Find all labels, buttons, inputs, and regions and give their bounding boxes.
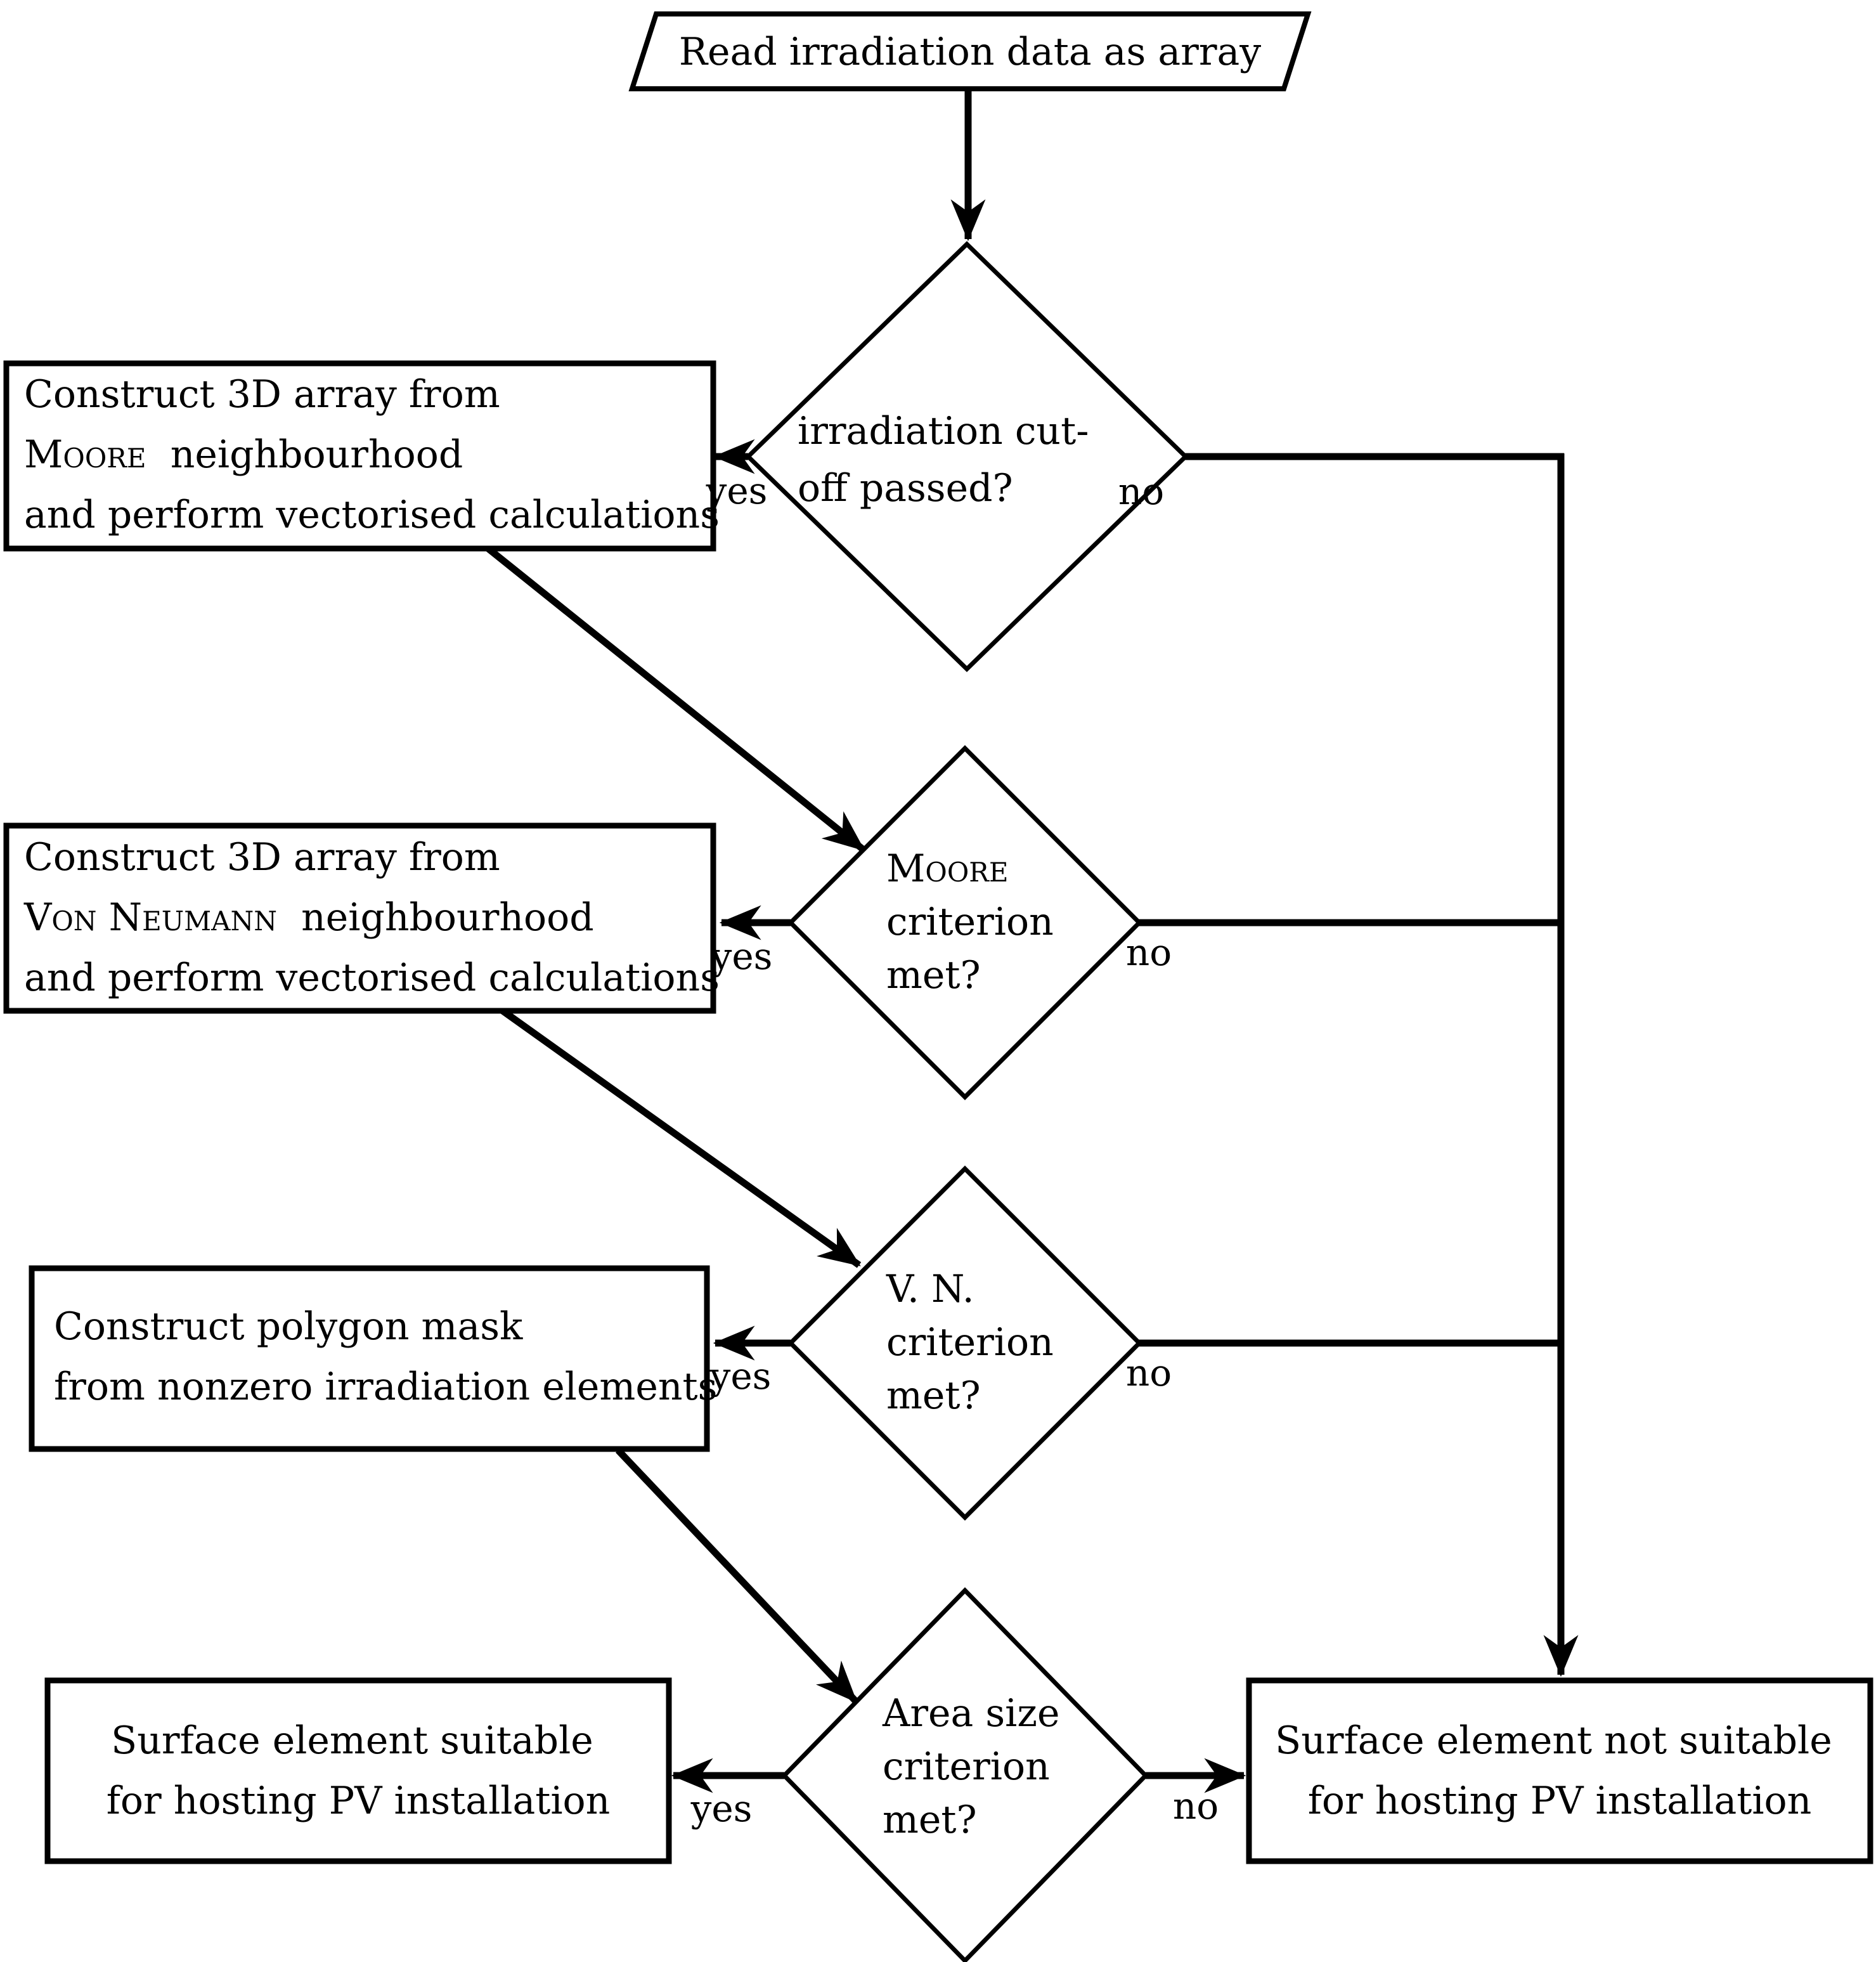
terminal-not-suitable-box [1246,1677,1873,1864]
start-node-label: Read irradiation data as array [679,30,1261,74]
label-no-moore: no [1126,931,1172,974]
process-vn-label: Construct 3D array from Von Neumann neig… [23,835,720,1000]
process-moore-label: Construct 3D array from Moore neighbourh… [24,372,720,537]
label-yes-moore: yes [711,935,773,978]
label-yes-vn: yes [709,1355,772,1398]
decision-moore-shape [787,745,1142,1100]
start-node-shape [628,11,1312,91]
process-polygon-box [29,1265,710,1452]
label-no-cutoff: no [1118,470,1164,513]
terminal-suitable-box [44,1677,672,1864]
label-yes-cutoff: yes [706,469,768,512]
decision-area-shape [781,1587,1149,1962]
decision-cutoff-label: irradiation cut- off passed? [798,409,1101,510]
terminal-suitable-label: Surface element suitable for hosting PV … [107,1718,611,1823]
decision-cutoff-shape [744,241,1189,672]
decision-vn-label: V. N. criterion met? [886,1267,1066,1418]
process-vn-box [3,822,716,1014]
process-polygon-label: Construct polygon mask from nonzero irra… [54,1304,717,1409]
decision-area-label: Area size criterion met? [882,1691,1072,1842]
arrow-diag-moore-box-to-moore-decision [482,543,866,853]
arrow-diag-polygon-box-to-area-decision [616,1448,858,1704]
label-no-vn: no [1126,1351,1172,1394]
label-no-area: no [1173,1784,1219,1828]
decision-moore-label: Moore criterion met? [886,847,1066,997]
terminal-not-suitable-label: Surface element not suitable for hosting… [1275,1718,1844,1823]
label-yes-area: yes [690,1787,753,1830]
decision-vn-shape [787,1166,1142,1521]
arrow-diag-vn-box-to-vn-decision [498,1006,862,1268]
